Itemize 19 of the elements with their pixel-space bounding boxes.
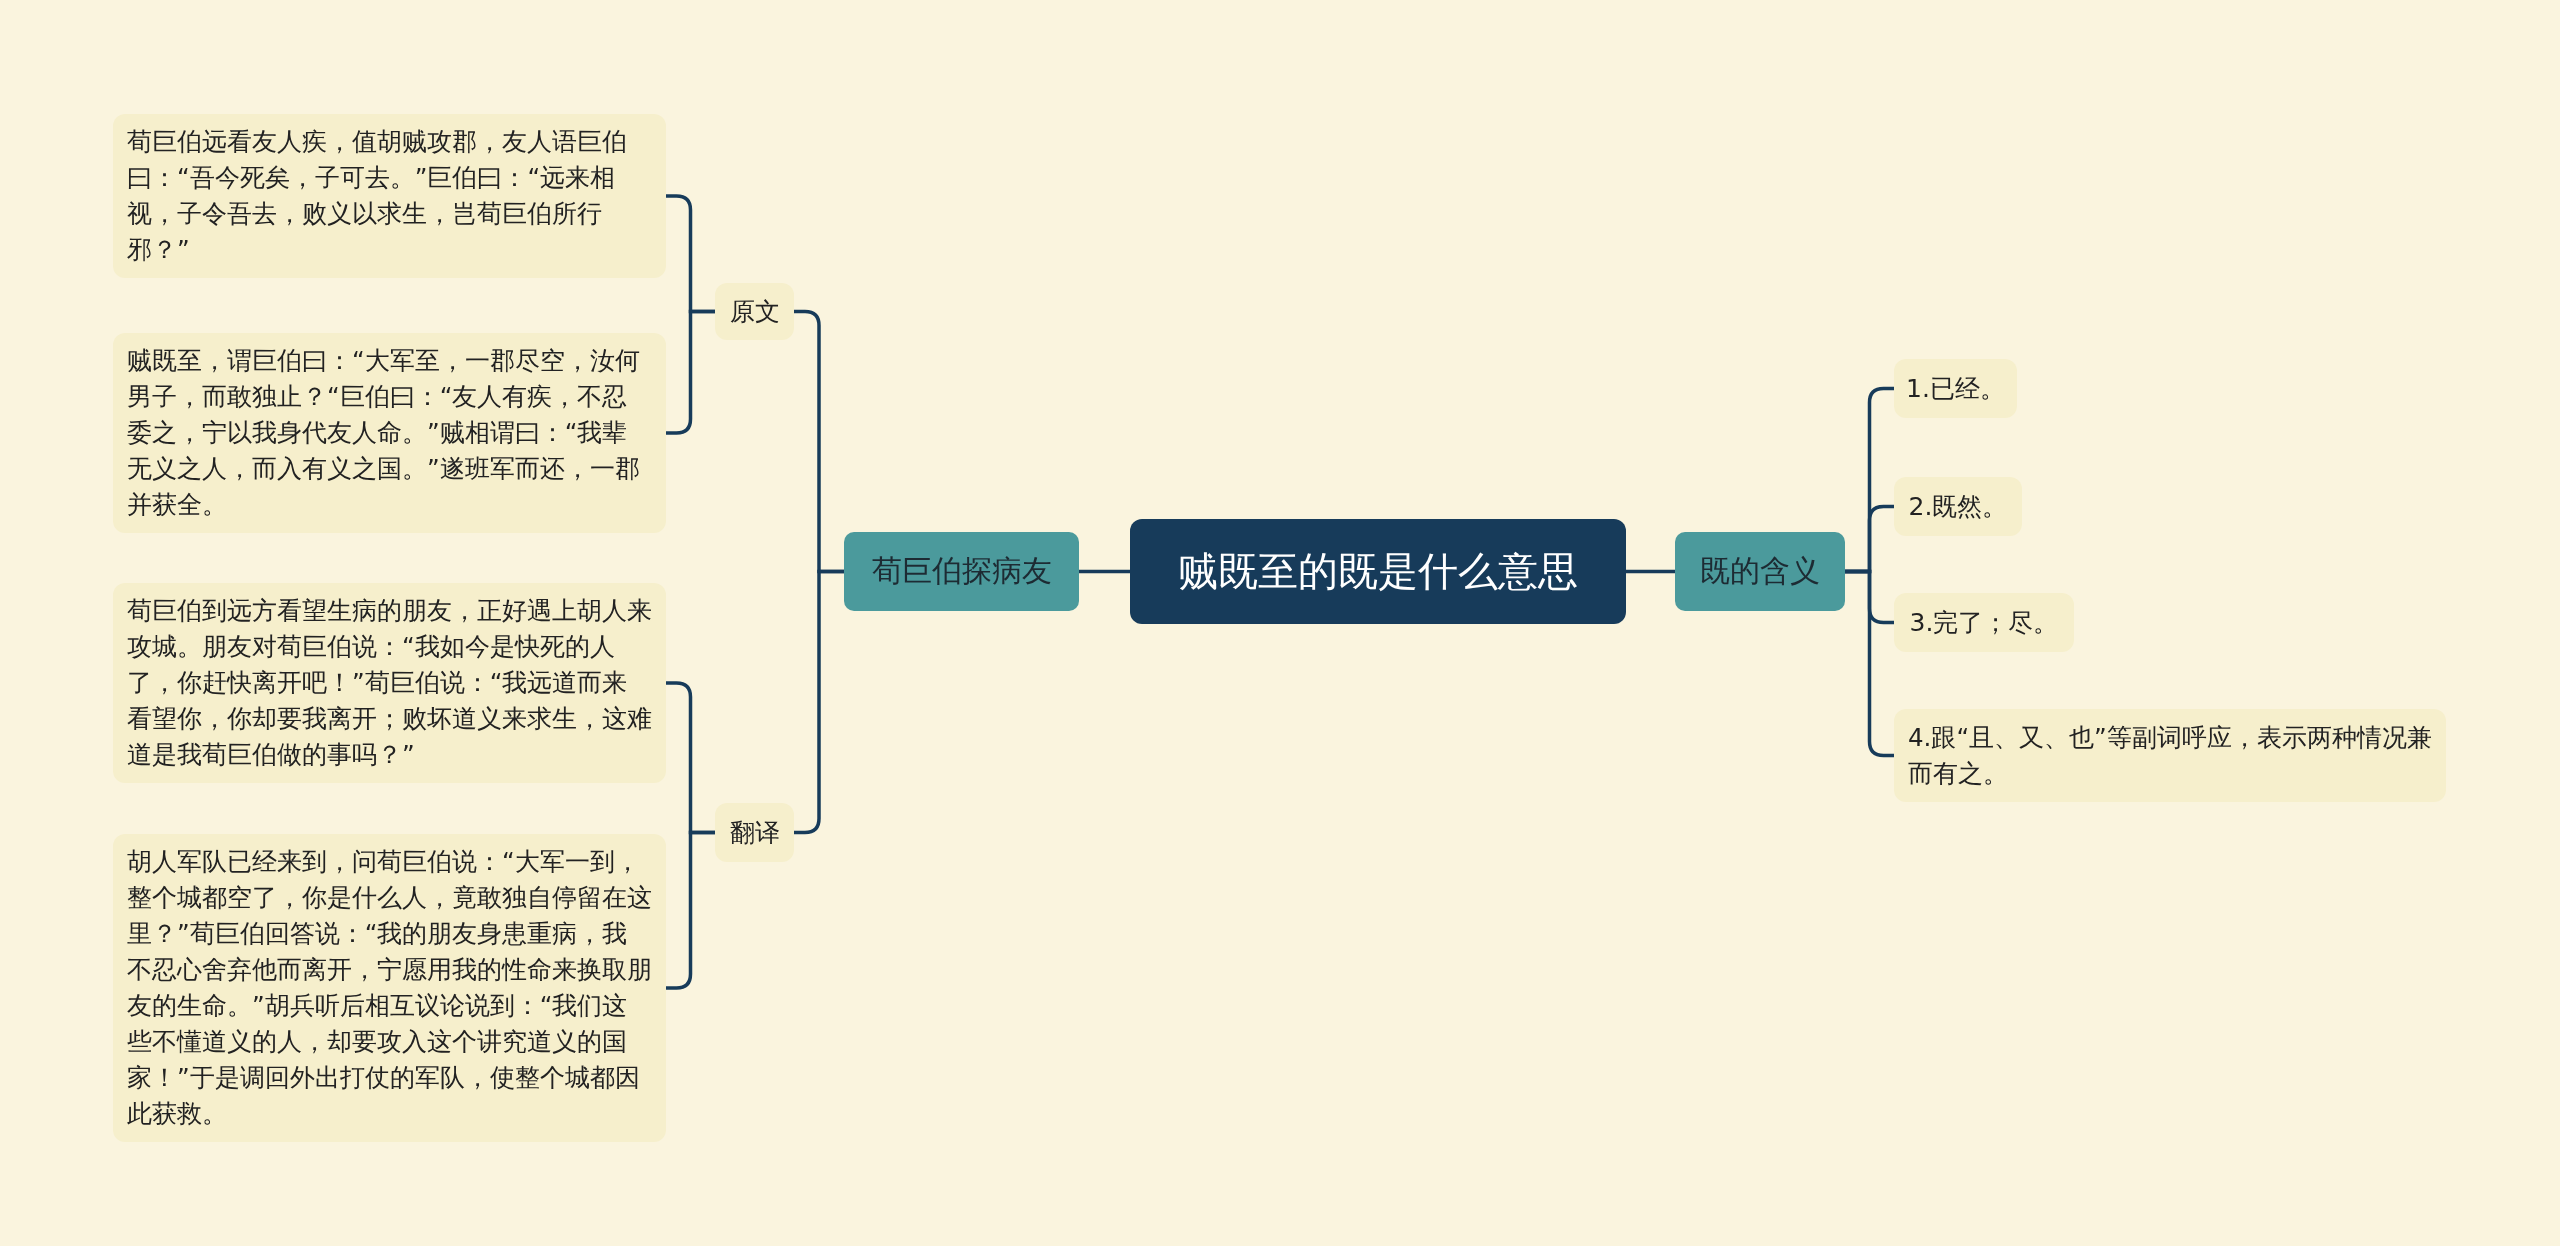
text-card: 荀巨伯远看友人疾，值胡贼攻郡，友人语巨伯曰：“吾今死矣，子可去。”巨伯曰：“远来相视，子令吾去，败义以求生，岂荀巨伯所行邪？” — [113, 114, 666, 278]
text-card: 胡人军队已经来到，问荀巨伯说：“大军一到，整个城都空了，你是什么人，竟敢独自停留在这里？”荀巨伯回答说：“我的朋友身患重病，我不忍心舍弃他而离开，宁愿用我的性命来换取朋友的生命。”胡兵听后相互议论说到：“我们这些不懂道义的人，却要攻入这个讲究道义的国家！”于是调回外出打仗的军队，使整个城都因此获救。 — [113, 834, 666, 1142]
text-card: 2.既然。 — [1894, 477, 2022, 536]
text-card: 荀巨伯到远方看望生病的朋友，正好遇上胡人来攻城。朋友对荀巨伯说：“我如今是快死的人了，你赶快离开吧！”荀巨伯说：“我远道而来看望你，你却要我离开；败坏道义来求生，这难道是我荀巨伯做的事吗？” — [113, 583, 666, 783]
text-card: 贼既至，谓巨伯曰：“大军至，一郡尽空，汝何男子，而敢独止？“巨伯曰：“友人有疾，不忍委之，宁以我身代友人命。”贼相谓曰：“我辈无义之人，而入有义之国。”遂班军而还，一郡并获全。 — [113, 333, 666, 533]
topic-box: 贼既至的既是什么意思 — [1130, 519, 1626, 624]
branch-box: 既的含义 — [1675, 532, 1845, 611]
branch-box: 荀巨伯探病友 — [844, 532, 1079, 611]
subtopic-box: 翻译 — [715, 803, 794, 862]
text-card: 3.完了；尽。 — [1894, 593, 2074, 652]
connector-line — [666, 830, 715, 990]
connector-line — [666, 309, 715, 435]
text-card: 4.跟“且、又、也”等副词呼应，表示两种情况兼而有之。 — [1894, 709, 2446, 802]
subtopic-box: 原文 — [715, 283, 794, 340]
text-card: 1.已经。 — [1894, 359, 2017, 418]
connector-line — [1845, 569, 1894, 758]
connector-line — [1626, 569, 1675, 574]
connector-line — [1079, 569, 1130, 574]
connector-line — [794, 569, 844, 835]
